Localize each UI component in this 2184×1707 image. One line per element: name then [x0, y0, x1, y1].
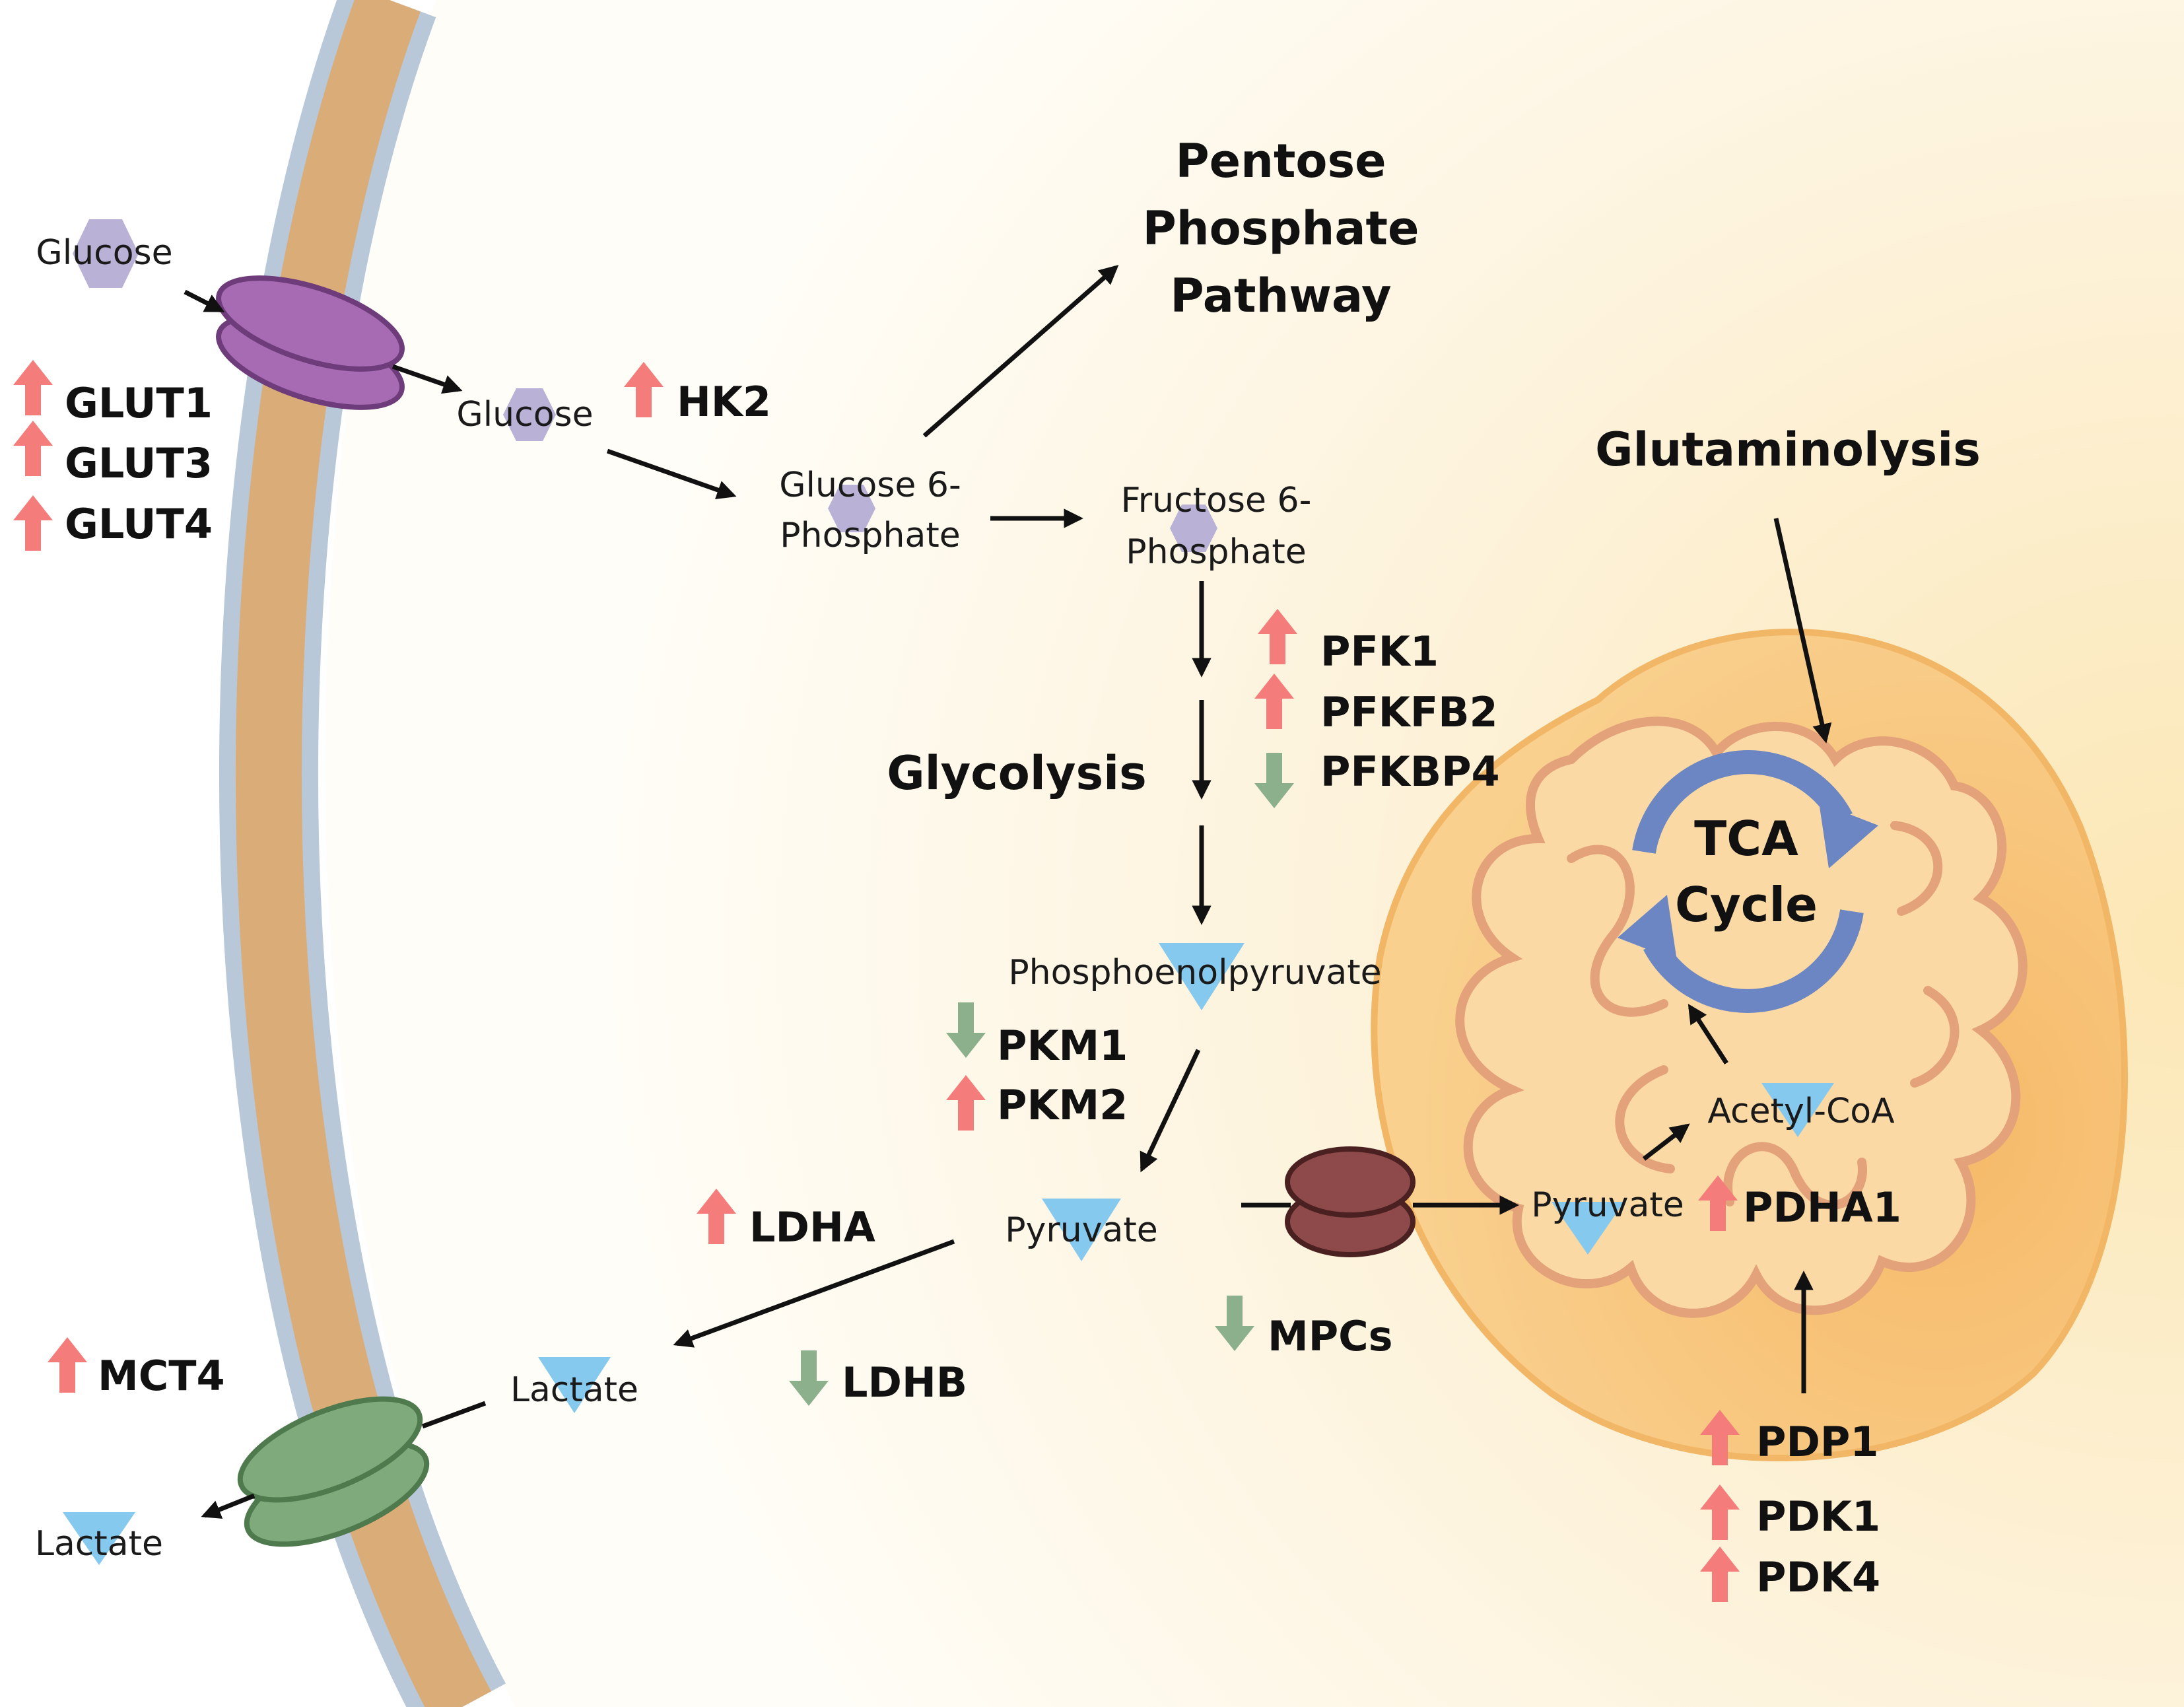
gene-label: HK2: [677, 378, 771, 426]
gene-pdk4: PDK4: [1700, 1547, 1880, 1602]
pyruvate-triangle: [1042, 1199, 1121, 1261]
arrow-pyruvate-to-acetylcoa: [1642, 1123, 1690, 1161]
gene-label: MCT4: [98, 1352, 225, 1400]
gene-hk2: HK2: [624, 362, 771, 426]
pyruvate-mito-triangle: [1552, 1202, 1624, 1255]
crista: [1567, 845, 1668, 1017]
acetyl-coa-triangle: [1761, 1083, 1834, 1137]
gene-label: PKM1: [997, 1022, 1128, 1070]
gene-pfkfb2: PFKFB2: [1254, 674, 1498, 736]
gene-pfk1: PFK1: [1258, 609, 1439, 676]
pathway-arrows: [184, 265, 1832, 1519]
f6p-label-line2: Phosphate: [1126, 532, 1306, 572]
arrow-pyruvate-to-lactate: [673, 1239, 955, 1348]
glucose-hexagon-outside: [73, 219, 139, 288]
crista: [1890, 821, 1943, 916]
gene-label: MPCs: [1268, 1312, 1393, 1360]
pep-label: Phosphoenolpyruvate: [1008, 953, 1381, 993]
mct-transporter-upper: [237, 1396, 423, 1503]
gene-label: PDK1: [1756, 1492, 1880, 1541]
pyruvate-label: Pyruvate: [1005, 1210, 1158, 1250]
gene-ldha: LDHA: [697, 1189, 875, 1251]
gene-label: GLUT3: [65, 439, 213, 487]
gene-label: PKM2: [997, 1081, 1128, 1129]
g6p-label-line2: Phosphate: [780, 516, 960, 555]
gene-pkm2: PKM2: [946, 1075, 1128, 1131]
tca-cycle-arrowhead-top: [1819, 802, 1878, 868]
gene-label: PDP1: [1756, 1418, 1879, 1466]
glut-transporter-upper: [216, 275, 405, 372]
mpc-transporter: [1285, 1146, 1416, 1257]
gene-label: PFKFB2: [1320, 688, 1498, 736]
arrow-glucose-to-g6p: [606, 448, 737, 500]
crista: [1910, 986, 1960, 1088]
arrow-glutaminolysis-to-tca: [1773, 518, 1832, 744]
glut-transporter: [216, 275, 405, 410]
tca-label-line2: Cycle: [1675, 877, 1818, 932]
ppp-label-line1: Pentose: [1175, 134, 1386, 188]
cristae: [1567, 821, 1960, 1210]
g6p-label-line1: Glucose 6-: [779, 466, 961, 505]
ppp-label-line3: Pathway: [1170, 269, 1391, 323]
tca-cycle-arrowhead-bottom: [1618, 895, 1677, 961]
crista: [1615, 1065, 1675, 1173]
gene-label: GLUT4: [65, 500, 213, 548]
pyruvate-mito-label: Pyruvate: [1531, 1185, 1684, 1225]
gene-glut4: GLUT4: [13, 495, 213, 551]
arrow-glucose-in-part1: [184, 289, 225, 313]
tca-cycle-arc-bottom: [1643, 909, 1864, 1013]
arrow-glucose-in-part2: [392, 364, 463, 394]
ppp-label-line2: Phosphate: [1142, 201, 1419, 256]
gene-label: GLUT1: [65, 379, 213, 427]
mct4-transporter: [237, 1396, 430, 1547]
arrow-g6p-to-ppp: [922, 265, 1119, 438]
f6p-hexagon: [1170, 505, 1217, 552]
arrow-lactate-out-part1: [421, 1401, 487, 1429]
tca-label-line1: TCA: [1694, 811, 1798, 866]
glycolysis-label: Glycolysis: [887, 746, 1147, 800]
mitochondrion-inner-membrane: [1455, 716, 2028, 1318]
arrow-lactate-out-part2: [201, 1493, 256, 1519]
gene-mct4: MCT4: [48, 1337, 225, 1400]
gene-label: PFKBP4: [1320, 748, 1500, 796]
f6p-label-line1: Fructose 6-: [1121, 481, 1312, 520]
mpc-transporter-upper: [1285, 1146, 1416, 1218]
g6p-hexagon: [828, 485, 875, 532]
glutaminolysis-label: Glutaminolysis: [1595, 423, 1981, 477]
glucose-inside-label: Glucose: [456, 395, 593, 435]
mitochondrion: [1371, 628, 2128, 1461]
glucose-hexagon-inside: [503, 388, 556, 441]
arrow-pep-to-pyruvate: [1140, 1049, 1201, 1173]
tca-cycle-arc-top: [1632, 750, 1853, 854]
gene-pdha1: PDHA1: [1698, 1175, 1901, 1232]
lactate-triangle-outside: [63, 1512, 135, 1565]
gene-label: PFK1: [1320, 627, 1439, 676]
gene-glut1: GLUT1: [13, 360, 213, 427]
gene-pdp1: PDP1: [1700, 1410, 1879, 1466]
lactate-outside-label: Lactate: [35, 1524, 163, 1564]
gene-label: PDK4: [1756, 1553, 1880, 1601]
gene-ldhb: LDHB: [789, 1350, 967, 1407]
lactate-triangle-inside: [538, 1357, 611, 1413]
gene-pkm1: PKM1: [946, 1002, 1128, 1070]
arrow-acetylcoa-to-tca: [1688, 1004, 1728, 1064]
lactate-inside-label: Lactate: [510, 1370, 638, 1410]
gene-glut3: GLUT3: [13, 421, 213, 487]
crista: [1723, 1142, 1867, 1210]
pep-triangle: [1159, 943, 1245, 1010]
glucose-outside-label: Glucose: [36, 233, 172, 273]
acetyl-coa-label: Acetyl-CoA: [1707, 1092, 1895, 1131]
gene-mpcs: MPCs: [1215, 1296, 1393, 1360]
tca-cycle: TCA Cycle: [1618, 750, 1878, 1013]
gene-label: LDHB: [842, 1358, 967, 1407]
gene-pdk1: PDK1: [1700, 1484, 1880, 1541]
gene-label: LDHA: [749, 1203, 875, 1251]
gene-pfkbp4: PFKBP4: [1254, 748, 1500, 808]
gene-label: PDHA1: [1743, 1183, 1901, 1232]
